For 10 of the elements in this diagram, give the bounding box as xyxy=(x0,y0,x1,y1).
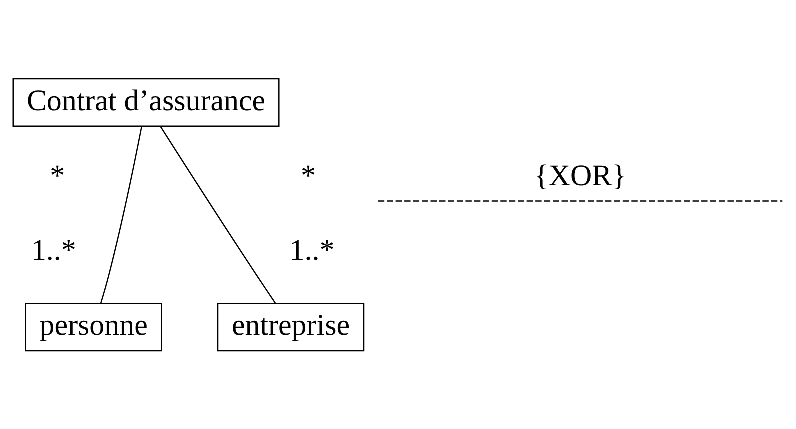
connector xyxy=(100,126,142,303)
node-box: entreprise xyxy=(217,302,365,352)
node-box: Contrat d’assurance xyxy=(12,78,280,127)
label: * xyxy=(300,158,316,192)
label: 1..* xyxy=(31,234,76,267)
label: {XOR} xyxy=(534,158,626,192)
label: 1..* xyxy=(290,234,335,267)
node-box: personne xyxy=(25,302,162,352)
label: * xyxy=(50,158,66,192)
connector xyxy=(160,126,276,304)
